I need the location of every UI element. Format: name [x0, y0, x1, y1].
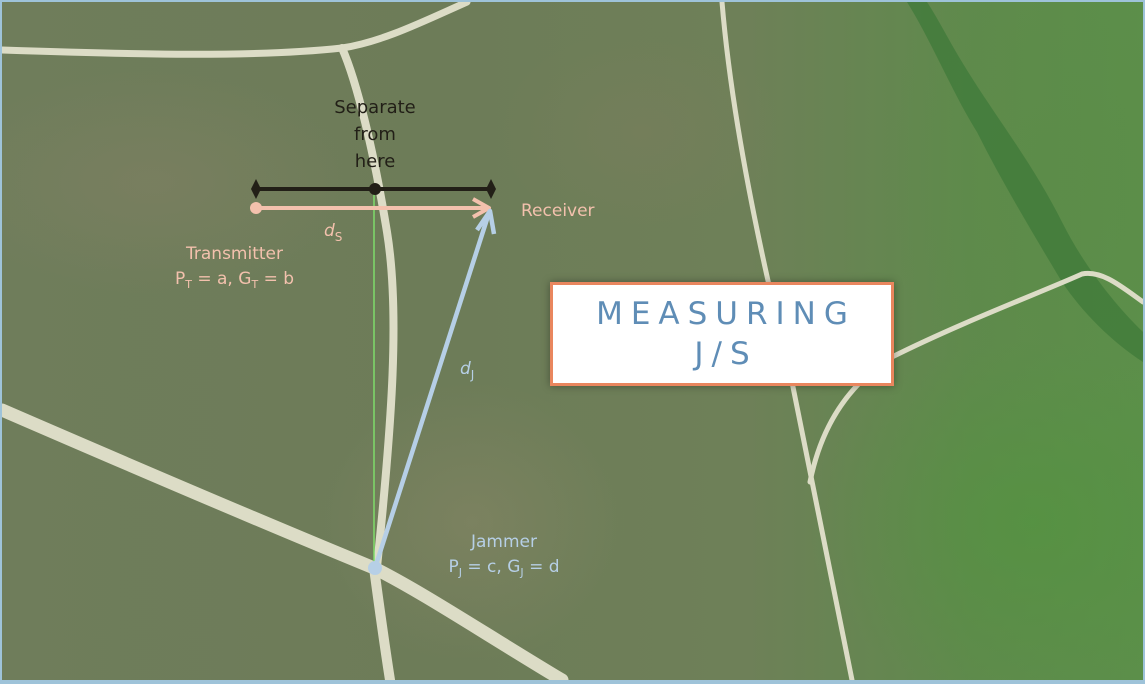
transmitter-title: Transmitter — [186, 244, 283, 264]
right-diamond-icon — [486, 179, 496, 199]
tx-power-subscript: T — [185, 278, 192, 291]
jammer-distance-label: dJ — [460, 359, 474, 382]
signal-arrow — [250, 197, 491, 219]
tx-power-symbol: P — [174, 269, 186, 289]
ds-subscript: S — [334, 230, 343, 244]
jam-gain-value: = d — [529, 557, 560, 577]
left-diamond-icon — [251, 179, 261, 199]
jam-power-subscript: J — [458, 566, 462, 579]
separation-label-line: from — [354, 124, 396, 145]
jam-gain-subscript: J — [520, 566, 524, 579]
title-line-1: MEASURING — [596, 296, 856, 332]
receiver-label: Receiver — [521, 201, 595, 221]
tx-power-value: = a, — [197, 269, 233, 289]
title-line-2: J/S — [694, 336, 758, 372]
ds-symbol: d — [324, 221, 335, 241]
title-card: MEASURING J/S — [550, 282, 894, 386]
transmitter-dot-icon — [250, 202, 262, 214]
transmitter-label: Transmitter PT = a, GT = b — [152, 242, 317, 297]
tx-gain-subscript: T — [251, 278, 259, 291]
jam-gain-symbol: G — [507, 557, 521, 577]
separation-label: Separate from here — [320, 94, 430, 175]
tree-line — [907, 2, 1143, 362]
jam-power-symbol: P — [448, 557, 459, 577]
jam-power-value: = c, — [467, 557, 502, 577]
separation-bar — [251, 179, 496, 199]
dj-symbol: d — [460, 359, 471, 379]
transmitter-params: PT = a, GT = b — [152, 267, 317, 297]
jammer-arrow — [368, 208, 497, 575]
jammer-params: PJ = c, GJ = d — [414, 555, 594, 585]
dj-subscript: J — [470, 368, 475, 382]
separation-label-line: here — [354, 151, 396, 172]
jammer-label: Jammer PJ = c, GJ = d — [414, 530, 594, 585]
tx-gain-value: = b — [263, 269, 295, 289]
jammer-title: Jammer — [471, 532, 537, 552]
midpoint-dot-icon — [369, 183, 381, 195]
signal-distance-label: dS — [324, 221, 342, 244]
jammer-dot-icon — [368, 561, 382, 575]
separation-label-line: Separate — [334, 97, 416, 118]
tx-gain-symbol: G — [238, 269, 252, 289]
